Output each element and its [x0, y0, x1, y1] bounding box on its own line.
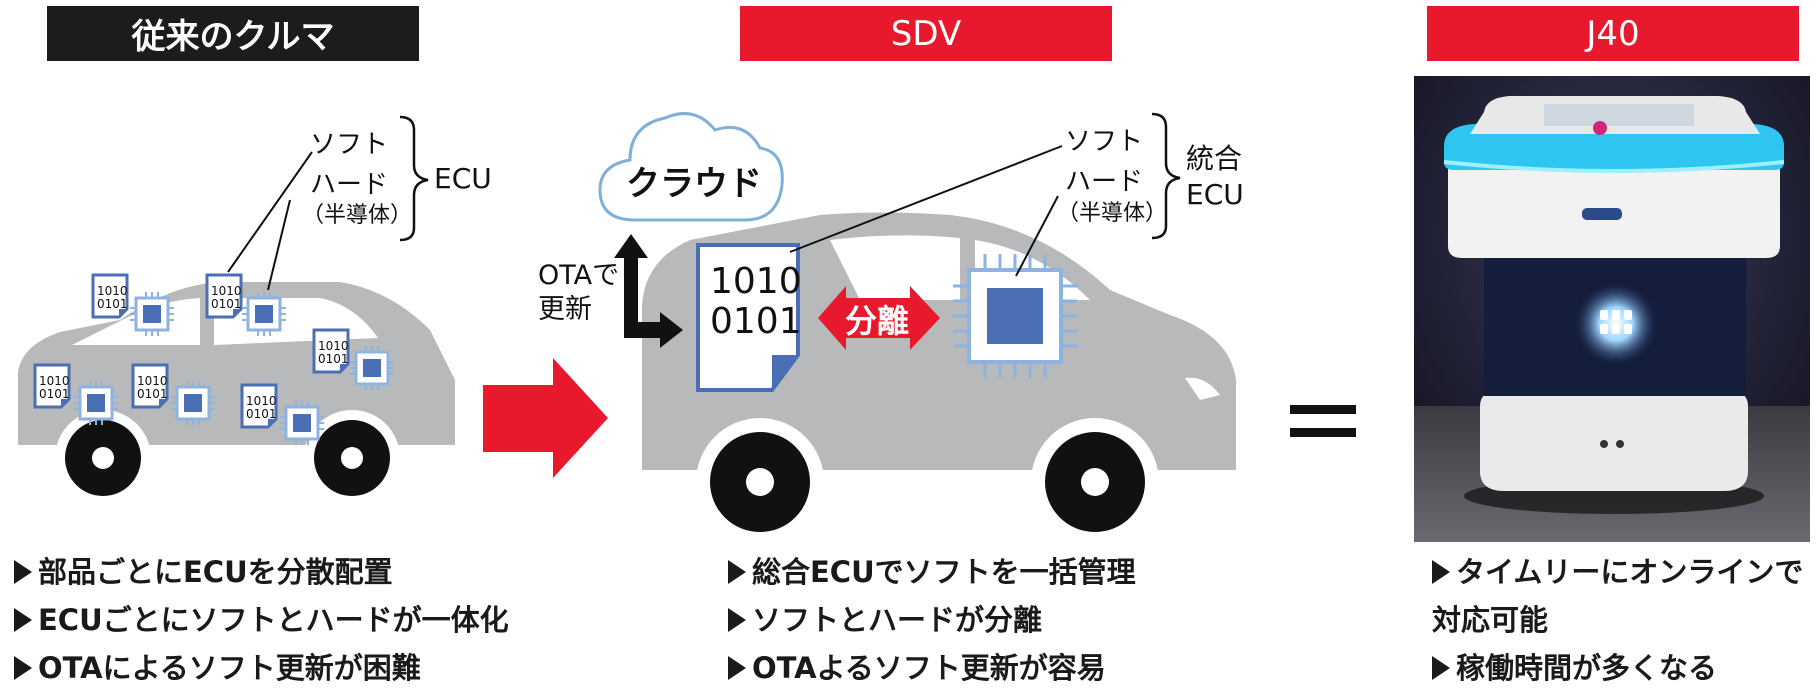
label-ecu: ECU: [434, 162, 492, 195]
separation-label: 分離: [845, 302, 909, 340]
cloud-label: クラウド: [626, 164, 762, 204]
ota-arrows: OTAで 更新: [538, 234, 683, 348]
bullet-item: OTAよるソフト更新が容易: [728, 644, 1136, 692]
sdv-points: 総合ECUでソフトを一括管理 ソフトとハードが分離 OTAよるソフト更新が容易: [728, 548, 1136, 692]
j40-points: タイムリーにオンラインで 対応可能 稼働時間が多くなる: [1432, 548, 1803, 692]
software-document-icon: 1010 0101: [696, 243, 802, 392]
middle-callout: ソフト ハード （半導体） 統合 ECU: [789, 112, 1244, 277]
bullet-item: 総合ECUでソフトを一括管理: [728, 548, 1136, 596]
label-semiconductor: （半導体）: [302, 203, 412, 228]
label-hard: ハード: [1065, 167, 1143, 197]
triangle-bullet-icon: [14, 560, 32, 584]
label-soft: ソフト: [1065, 127, 1143, 157]
bullet-item: OTAによるソフト更新が困難: [14, 644, 509, 692]
conventional-car-illustration: [18, 282, 455, 506]
bullet-item: 稼働時間が多くなる: [1432, 644, 1803, 692]
j40-robot-photo: [1414, 76, 1810, 542]
ecu-unit: 1010 0101: [205, 273, 288, 338]
bullet-item: ECUごとにソフトとハードが一体化: [14, 596, 509, 644]
chip-code-line: 1010: [246, 394, 277, 408]
bullet-text: 総合ECUでソフトを一括管理: [752, 555, 1136, 589]
equals-icon: [1290, 405, 1356, 437]
ecu-unit: 1010 0101: [33, 363, 120, 427]
ota-update-arrow-icon: [614, 234, 683, 348]
bullet-item: 部品ごとにECUを分散配置: [14, 548, 509, 596]
ecu-unit: 1010 0101: [131, 363, 217, 427]
chip-code-line: 0101: [211, 297, 242, 311]
bullet-text: 対応可能: [1432, 603, 1549, 637]
separation-arrow-icon: 分離: [818, 286, 940, 350]
label-semiconductor: （半導体）: [1057, 201, 1167, 226]
left-callout: ソフト ハード （半導体） ECU: [227, 115, 492, 291]
triangle-bullet-icon: [14, 656, 32, 680]
bullet-continuation: 対応可能: [1432, 596, 1803, 644]
banner-sdv: SDV: [740, 6, 1112, 61]
bullet-text: タイムリーにオンラインで: [1456, 555, 1804, 589]
label-integrated: 統合: [1186, 142, 1242, 175]
ecu-unit: 1010 0101: [240, 383, 326, 447]
chip-code-line: 0101: [39, 387, 70, 401]
doc-code-line: 0101: [710, 301, 802, 342]
brace-icon: [1151, 112, 1181, 240]
chip-code-line: 0101: [318, 352, 349, 366]
triangle-bullet-icon: [728, 608, 746, 632]
chip-code-line: 0101: [137, 387, 168, 401]
ecu-units: 1010 0101 1010 0101 1010 0101 1010 0101 …: [33, 273, 396, 447]
conventional-car-points: 部品ごとにECUを分散配置 ECUごとにソフトとハードが一体化 OTAによるソフ…: [14, 548, 509, 692]
triangle-bullet-icon: [14, 608, 32, 632]
chip-code-line: 0101: [97, 297, 128, 311]
bullet-text: OTAによるソフト更新が困難: [38, 651, 421, 685]
chip-code-line: 1010: [97, 284, 128, 298]
triangle-bullet-icon: [1432, 560, 1450, 584]
bullet-text: ソフトとハードが分離: [752, 603, 1043, 637]
ecu-unit: 1010 0101: [91, 273, 176, 338]
brace-icon: [399, 115, 429, 242]
doc-code-line: 1010: [710, 261, 802, 302]
triangle-bullet-icon: [728, 656, 746, 680]
triangle-bullet-icon: [728, 560, 746, 584]
bullet-text: OTAよるソフト更新が容易: [752, 651, 1106, 685]
bullet-text: 部品ごとにECUを分散配置: [38, 555, 393, 589]
cloud-icon: クラウド: [598, 112, 784, 222]
chip-code-line: 0101: [246, 407, 277, 421]
integrated-chip-icon: [953, 254, 1077, 378]
banner-conventional-car: 従来のクルマ: [47, 6, 419, 61]
chip-code-line: 1010: [318, 339, 349, 353]
triangle-bullet-icon: [1432, 656, 1450, 680]
ota-label: OTAで: [538, 260, 619, 291]
ota-label: 更新: [538, 294, 592, 325]
chip-code-line: 1010: [137, 374, 168, 388]
label-hard: ハード: [310, 170, 388, 200]
transition-arrow-icon: [483, 358, 608, 478]
chip-code-line: 1010: [211, 284, 242, 298]
bullet-text: ECUごとにソフトとハードが一体化: [38, 603, 509, 637]
banner-j40: J40: [1427, 6, 1799, 61]
label-integrated: ECU: [1186, 178, 1244, 211]
bullet-item: タイムリーにオンラインで: [1432, 548, 1803, 596]
label-soft: ソフト: [310, 130, 388, 160]
chip-code-line: 1010: [39, 374, 70, 388]
ecu-unit: 1010 0101: [312, 328, 396, 392]
bullet-item: ソフトとハードが分離: [728, 596, 1136, 644]
bullet-text: 稼働時間が多くなる: [1456, 651, 1718, 685]
